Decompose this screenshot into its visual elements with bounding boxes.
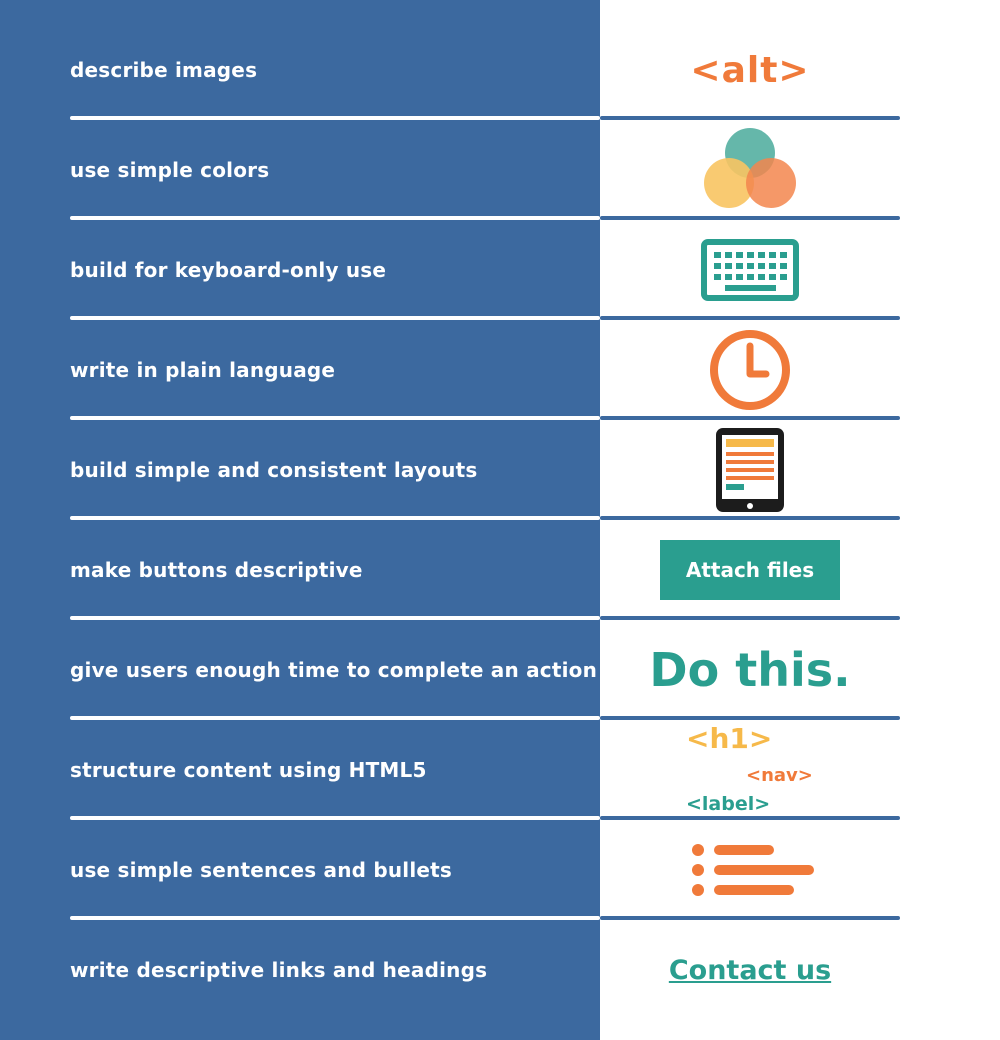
divider	[600, 516, 900, 520]
attach-files-button[interactable]: Attach files	[660, 540, 840, 600]
row-plain-language: write in plain language	[0, 320, 1000, 420]
row-consistent-layouts: build simple and consistent layouts	[0, 420, 1000, 520]
button-visual: Attach files	[600, 520, 900, 620]
left-panel	[0, 0, 600, 1040]
row-describe-images: describe images <alt>	[0, 20, 1000, 120]
divider	[70, 516, 600, 520]
alt-tag-visual: <alt>	[600, 20, 900, 120]
do-this-text: Do this.	[649, 643, 851, 697]
keyboard-icon	[701, 239, 799, 301]
row-enough-time: give users enough time to complete an ac…	[0, 620, 1000, 720]
label-tag-text: <label>	[686, 793, 771, 815]
alt-tag-text: <alt>	[690, 49, 810, 91]
divider	[600, 616, 900, 620]
divider	[70, 416, 600, 420]
row-descriptive-links: write descriptive links and headings Con…	[0, 920, 1000, 1020]
row-html5-structure: structure content using HTML5 <h1> <nav>…	[0, 720, 1000, 820]
html-tags-visual: <h1> <nav> <label>	[600, 720, 900, 820]
divider	[70, 616, 600, 620]
row-label: make buttons descriptive	[70, 558, 363, 582]
do-this-visual: Do this.	[600, 620, 900, 720]
clock-visual	[600, 320, 900, 420]
row-label: write descriptive links and headings	[70, 958, 488, 982]
row-label: build simple and consistent layouts	[70, 458, 478, 482]
h1-tag-text: <h1>	[686, 722, 773, 755]
divider	[600, 116, 900, 120]
row-simple-colors: use simple colors	[0, 120, 1000, 220]
row-label: give users enough time to complete an ac…	[70, 658, 598, 682]
row-descriptive-buttons: make buttons descriptive Attach files	[0, 520, 1000, 620]
tablet-visual	[600, 420, 900, 520]
contact-us-link[interactable]: Contact us	[668, 954, 832, 986]
nav-tag-text: <nav>	[746, 765, 813, 786]
tablet-icon	[716, 428, 784, 512]
row-label: use simple sentences and bullets	[70, 858, 453, 882]
link-visual: Contact us	[600, 920, 900, 1020]
keyboard-visual	[600, 220, 900, 320]
divider	[70, 316, 600, 320]
row-label: build for keyboard-only use	[70, 258, 387, 282]
divider	[70, 116, 600, 120]
row-keyboard: build for keyboard-only use	[0, 220, 1000, 320]
venn-circles-icon	[704, 128, 796, 208]
row-simple-bullets: use simple sentences and bullets	[0, 820, 1000, 920]
bullets-visual	[600, 820, 900, 920]
divider	[70, 816, 600, 820]
divider	[600, 716, 900, 720]
divider	[70, 716, 600, 720]
divider	[600, 416, 900, 420]
divider	[70, 916, 600, 920]
colors-visual	[600, 120, 900, 220]
row-label: use simple colors	[70, 158, 270, 182]
clock-icon	[710, 330, 790, 410]
divider	[600, 316, 900, 320]
row-label: structure content using HTML5	[70, 758, 427, 782]
divider	[600, 216, 900, 220]
bullet-list-icon	[692, 844, 814, 896]
divider	[70, 216, 600, 220]
row-label: describe images	[70, 58, 258, 82]
row-label: write in plain language	[70, 358, 336, 382]
divider	[600, 916, 900, 920]
divider	[600, 816, 900, 820]
